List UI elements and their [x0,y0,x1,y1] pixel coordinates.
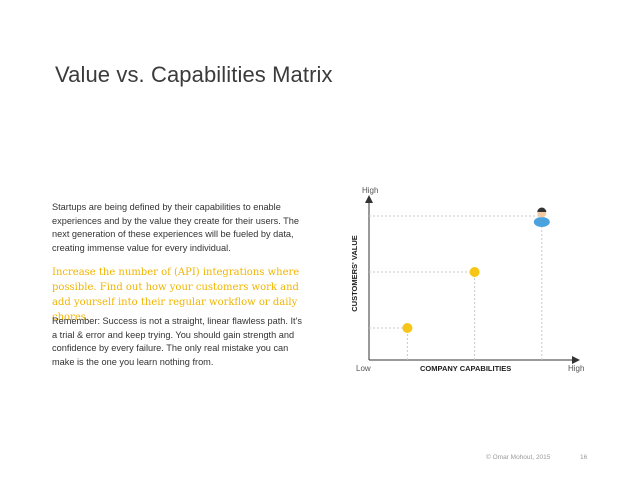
guide-lines [369,215,543,360]
x-low-label: Low [356,364,371,373]
y-axis-title: CUSTOMERS' VALUE [349,235,359,312]
closing-paragraph: Remember: Success is not a straight, lin… [52,316,302,367]
slide-title: Value vs. Capabilities Matrix [55,62,333,87]
x-axis-title: COMPANY CAPABILITIES [420,364,512,373]
y-high-label: High [362,186,379,195]
x-high-label: High [568,364,585,373]
user-avatar-icon [533,207,550,227]
data-points [402,207,550,333]
footer-page-number: 16 [580,454,588,461]
highlight-paragraph: Increase the number of (API) integration… [52,267,300,323]
data-point [402,323,413,333]
footer-copyright: © Omar Mohout, 2015 [486,454,551,461]
intro-paragraph: Startups are being defined by their capa… [52,202,300,253]
data-point [469,267,480,277]
